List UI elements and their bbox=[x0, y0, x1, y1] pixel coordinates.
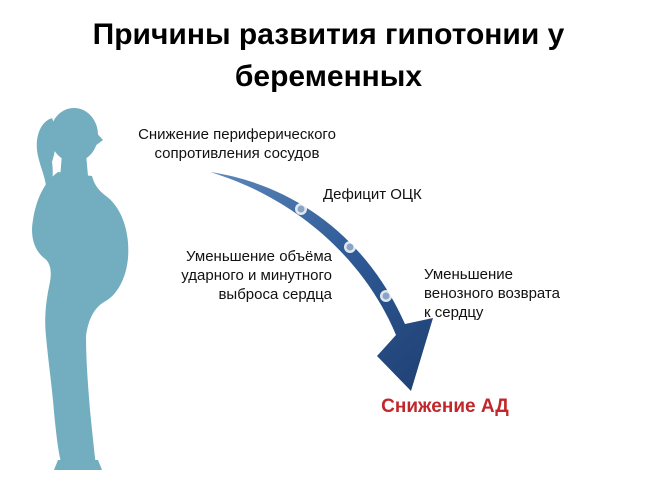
page-title: Причины развития гипотонии у беременных bbox=[0, 14, 657, 98]
cause-peripheral-resistance: Снижение периферического сопротивления с… bbox=[112, 125, 362, 163]
arrow-node-2 bbox=[344, 241, 356, 253]
cause-bcv-deficit: Дефицит ОЦК bbox=[323, 185, 483, 204]
title-line-2: беременных bbox=[234, 60, 423, 93]
cause-cardiac-output: Уменьшение объёма ударного и минутного в… bbox=[140, 247, 332, 304]
cause-venous-return-line-1: Уменьшение bbox=[424, 266, 513, 283]
curved-down-arrow-icon bbox=[210, 172, 433, 391]
cause-cardiac-output-line-1: Уменьшение объёма bbox=[186, 248, 332, 265]
cause-venous-return-line-3: к сердцу bbox=[424, 304, 484, 321]
result-label: Снижение АД bbox=[381, 396, 509, 417]
cause-bcv-deficit-line-1: Дефицит ОЦК bbox=[323, 186, 422, 203]
arrow-node-1 bbox=[295, 203, 307, 215]
cause-cardiac-output-line-2: ударного и минутного bbox=[181, 267, 332, 284]
title-line-1: Причины развития гипотонии у bbox=[92, 18, 565, 51]
cause-venous-return-line-2: венозного возврата bbox=[424, 285, 560, 302]
cause-cardiac-output-line-3: выброса сердца bbox=[218, 286, 332, 303]
arrow-node-3 bbox=[380, 290, 392, 302]
cause-venous-return: Уменьшение венозного возврата к сердцу bbox=[424, 265, 624, 322]
cause-peripheral-resistance-line-1: Снижение периферического bbox=[138, 126, 336, 143]
cause-peripheral-resistance-line-2: сопротивления сосудов bbox=[154, 145, 320, 162]
